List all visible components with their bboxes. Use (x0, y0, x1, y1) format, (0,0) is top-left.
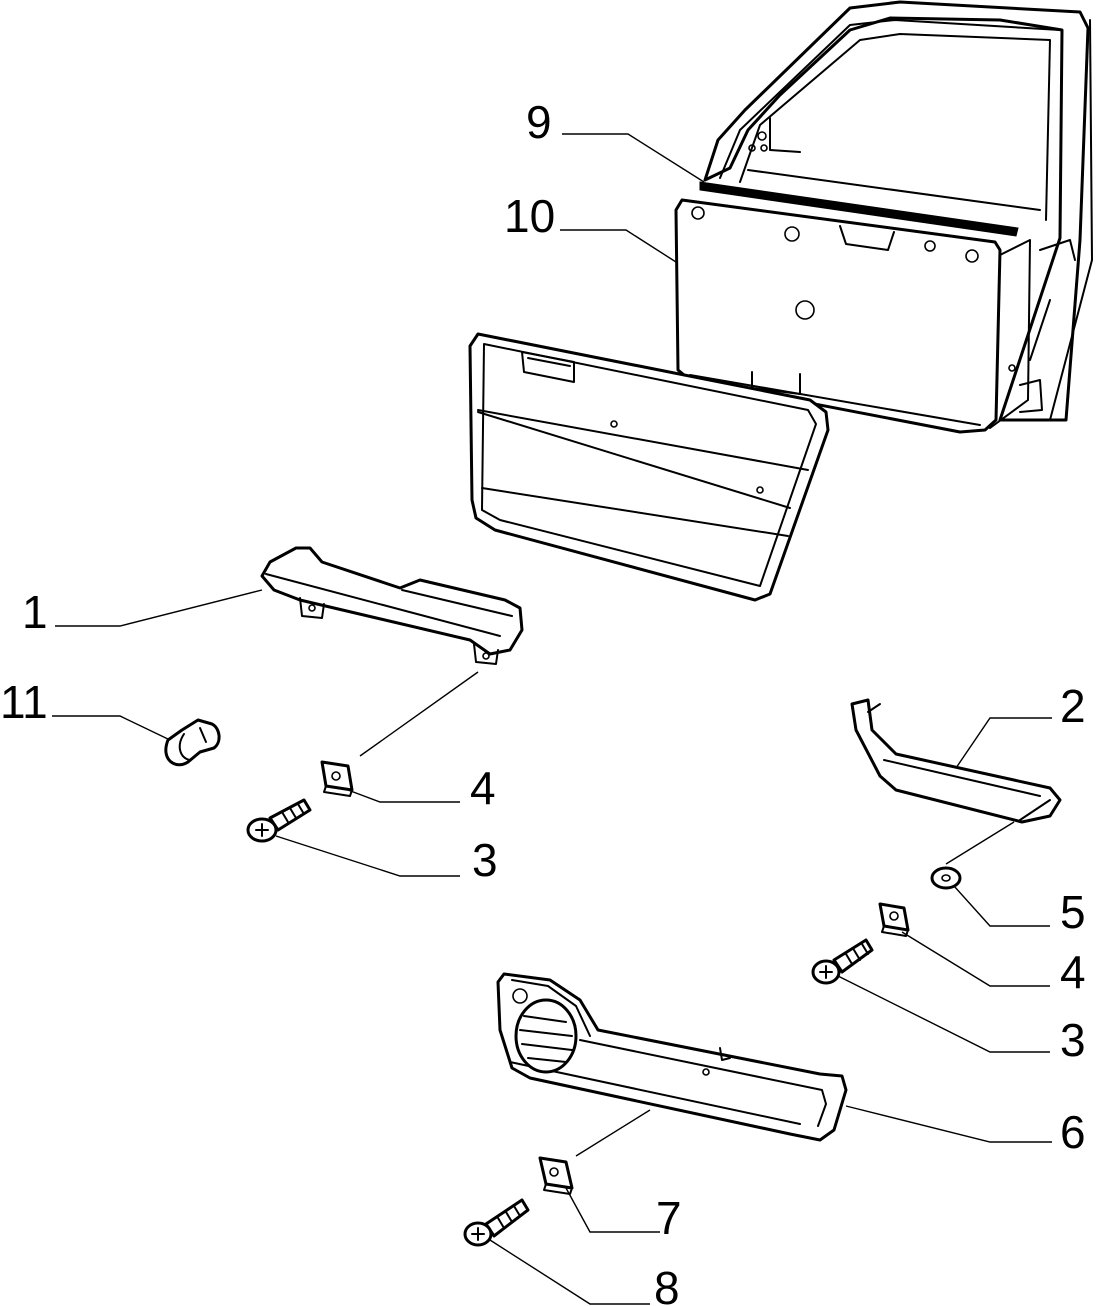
door-pocket (496, 972, 848, 1142)
leader-6 (845, 1105, 1052, 1143)
clip-nut-left (320, 760, 354, 797)
screw-bottom (463, 1198, 530, 1247)
leader-11 (52, 715, 171, 741)
push-clip (164, 718, 221, 767)
leader-4-right (901, 931, 1050, 987)
leader-lines (52, 133, 1052, 1305)
leader-2 (955, 717, 1052, 769)
leader-8 (489, 1239, 650, 1305)
door-trim-panel (468, 332, 830, 602)
callout-9: 9 (526, 96, 552, 148)
callout-3-left: 3 (472, 834, 498, 886)
leader-10 (560, 229, 677, 263)
callout-5: 5 (1060, 886, 1086, 938)
screw-right (811, 938, 874, 985)
callouts: 1 2 3 3 4 4 5 6 7 8 9 10 11 (0, 96, 1086, 1306)
leader-4-left (347, 789, 460, 803)
leader-7-to-pocket (575, 1109, 651, 1157)
leader-3-left (275, 835, 460, 877)
callout-4-left: 4 (470, 762, 496, 814)
callout-7: 7 (656, 1192, 682, 1244)
leader-4-left-to-armrest (359, 671, 479, 757)
callout-3-right: 3 (1060, 1014, 1086, 1066)
clip-nut-bottom (538, 1156, 574, 1195)
washer (930, 866, 962, 890)
leader-7 (565, 1187, 660, 1233)
clip-nut-right (878, 902, 910, 937)
callout-4-right: 4 (1060, 946, 1086, 998)
armrest (260, 546, 524, 665)
leader-1 (55, 589, 263, 627)
screw-left (246, 798, 312, 843)
callout-8: 8 (654, 1262, 680, 1306)
callout-10: 10 (504, 190, 555, 242)
callout-11: 11 (0, 676, 48, 728)
inner-door-panel (674, 198, 1031, 434)
leader-3-right (837, 975, 1050, 1053)
callout-1: 1 (22, 586, 48, 638)
pull-handle (850, 698, 1062, 824)
leader-9 (562, 133, 705, 183)
leader-5 (953, 885, 1050, 927)
leader-5-to-handle (945, 821, 1015, 865)
window-seal-strip (699, 181, 1019, 237)
callout-6: 6 (1060, 1106, 1086, 1158)
callout-2: 2 (1060, 680, 1086, 732)
